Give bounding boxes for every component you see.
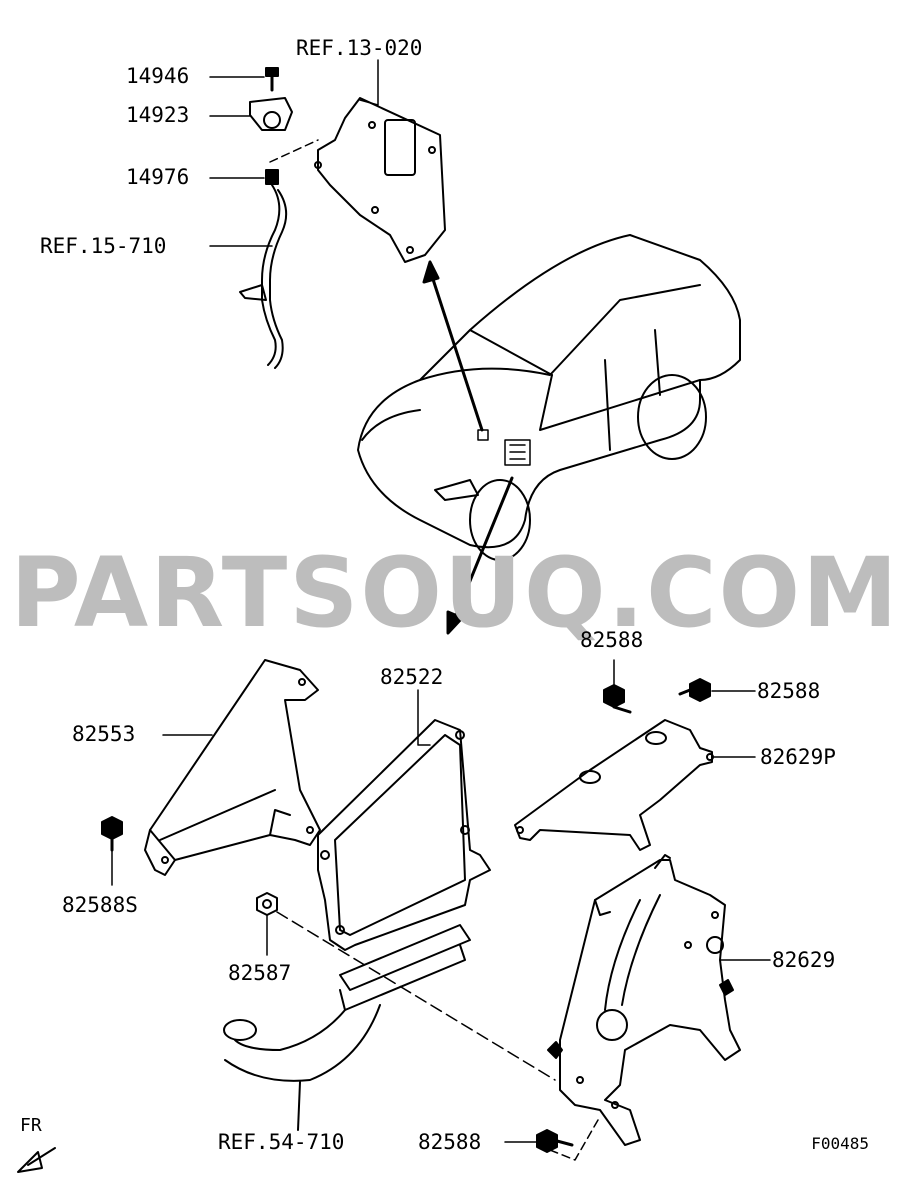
ecu-82522	[317, 719, 491, 951]
label-82629[interactable]: 82629	[772, 948, 836, 972]
label-82553[interactable]: 82553	[72, 722, 136, 746]
label-82588-bottom[interactable]: 82588	[418, 1130, 482, 1154]
upper-bracket-ref-13-020	[269, 97, 446, 263]
label-14976[interactable]: 14976	[126, 165, 190, 189]
vehicle-outline	[357, 234, 741, 561]
pointer-arrow-upper	[422, 260, 484, 432]
bolt-14946	[265, 67, 279, 92]
hose-ref-15-710	[239, 184, 288, 369]
label-ref-15-710[interactable]: REF.15-710	[40, 234, 167, 258]
bolt-82588s	[101, 816, 123, 852]
pointer-arrow-lower	[446, 476, 514, 635]
bolt-82588-top	[603, 684, 632, 714]
label-82587[interactable]: 82587	[228, 961, 292, 985]
label-ref-54-710[interactable]: REF.54-710	[218, 1130, 345, 1154]
label-14923[interactable]: 14923	[126, 103, 190, 127]
clip-14976	[265, 169, 279, 185]
front-direction-arrow-icon	[17, 1147, 56, 1173]
sensor-14923	[249, 97, 293, 131]
label-82588-top[interactable]: 82588	[580, 628, 644, 652]
figure-code: F00485	[811, 1134, 869, 1153]
bracket-82553	[144, 659, 321, 876]
bracket-82629	[547, 854, 741, 1161]
direction-label: FR	[20, 1115, 42, 1136]
nut-82587	[256, 892, 556, 1081]
label-82588-right[interactable]: 82588	[757, 679, 821, 703]
label-82629p[interactable]: 82629P	[760, 745, 836, 769]
label-82588s[interactable]: 82588S	[62, 893, 138, 917]
label-14946[interactable]: 14946	[126, 64, 190, 88]
bolt-82588-right	[678, 678, 711, 702]
bracket-82629p	[514, 719, 714, 851]
label-82522[interactable]: 82522	[380, 665, 444, 689]
watermark: PARTSOUQ.COM	[10, 537, 900, 649]
leader-lines	[111, 59, 771, 1143]
bolt-82588-bottom	[536, 1129, 574, 1153]
label-ref-13-020[interactable]: REF.13-020	[296, 36, 423, 60]
harness-ref-54-710	[223, 924, 471, 1131]
